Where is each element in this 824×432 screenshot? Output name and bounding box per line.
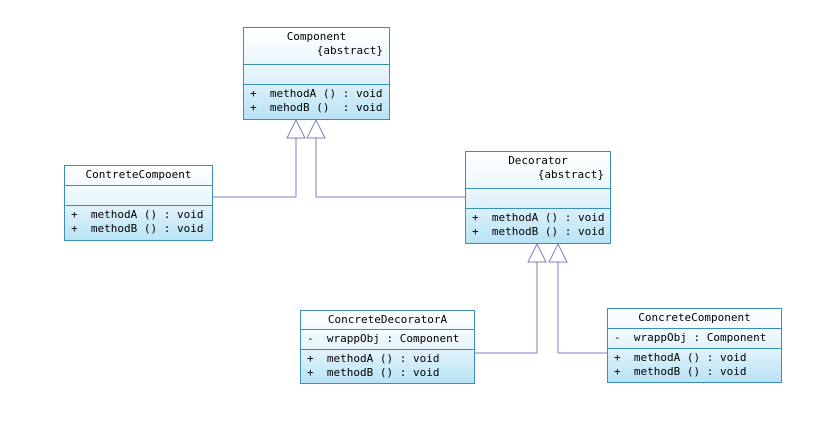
inheritance-arrowhead-decorator-left [527, 242, 547, 263]
class-concretecomponent[interactable]: ConcreteComponent - wrappObj : Component… [607, 308, 782, 383]
class-attributes-compartment: - wrappObj : Component [608, 329, 781, 349]
inheritance-arrowhead-component-right [306, 118, 326, 139]
class-operation: + methodB () : void [472, 225, 605, 238]
class-component[interactable]: Component {abstract} + methodA () : void… [243, 27, 390, 120]
class-attributes-compartment: - wrappObj : Component [301, 330, 474, 350]
class-attribute: - wrappObj : Component [307, 332, 460, 345]
inheritance-line-concretecomponent-to-decorator [557, 262, 607, 354]
class-stereotype: {abstract} [316, 44, 383, 57]
class-operation: + methodA () : void [250, 87, 383, 100]
class-attributes-compartment [466, 189, 610, 209]
class-name: Decorator [508, 154, 568, 167]
class-attribute: - wrappObj : Component [614, 331, 767, 344]
inheritance-line-decorator-to-component [315, 138, 465, 198]
inheritance-line-contretecompoent-to-component [212, 138, 297, 198]
class-name-compartment: Decorator {abstract} [466, 152, 610, 189]
class-operations-compartment: + methodA () : void + methodB () : void [301, 350, 474, 382]
class-decorator[interactable]: Decorator {abstract} + methodA () : void… [465, 151, 611, 244]
inheritance-line-concretedecoratora-to-decorator [475, 262, 538, 354]
class-contretecompoent[interactable]: ContreteCompoent + methodA () : void + m… [64, 165, 213, 241]
class-name-compartment: ConcreteDecoratorA [301, 311, 474, 330]
class-operation: + methodA () : void [614, 351, 747, 364]
class-attributes-compartment [244, 65, 389, 85]
class-concretedecoratora[interactable]: ConcreteDecoratorA - wrappObj : Componen… [300, 310, 475, 384]
class-name: ConcreteComponent [638, 311, 751, 324]
class-operation: + methodA () : void [307, 352, 440, 365]
class-name: ConcreteDecoratorA [327, 313, 448, 326]
class-operations-compartment: + methodA () : void + mehodB () : void [244, 85, 389, 117]
class-name: ContreteCompoent [85, 168, 192, 181]
class-name: Component [286, 30, 347, 43]
class-operation: + methodB () : void [71, 222, 204, 235]
inheritance-arrowhead-decorator-right [548, 242, 568, 263]
class-stereotype: {abstract} [537, 168, 604, 181]
class-name-compartment: ConcreteComponent [608, 309, 781, 329]
class-operations-compartment: + methodA () : void + methodB () : void [65, 206, 212, 238]
class-name-compartment: ContreteCompoent [65, 166, 212, 186]
class-attributes-compartment [65, 186, 212, 206]
class-operation: + methodB () : void [614, 365, 747, 378]
inheritance-arrowhead-component-left [286, 118, 306, 139]
class-operation: + methodA () : void [472, 211, 605, 224]
class-operation: + methodB () : void [307, 366, 440, 379]
class-operation: + methodA () : void [71, 208, 204, 221]
class-name-compartment: Component {abstract} [244, 28, 389, 65]
class-operations-compartment: + methodA () : void + methodB () : void [608, 349, 781, 381]
class-operation: + mehodB () : void [250, 101, 383, 114]
class-operations-compartment: + methodA () : void + methodB () : void [466, 209, 610, 241]
